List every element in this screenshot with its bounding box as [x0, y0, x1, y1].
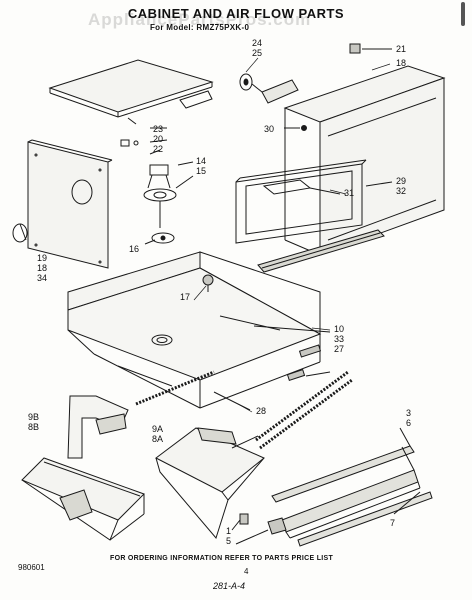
duct-9b-8b — [67, 395, 129, 459]
callout-23-20-22: 23 20 22 — [153, 124, 164, 154]
top-panel — [48, 59, 214, 125]
trim-strips-3-6-7 — [271, 427, 433, 547]
page-number: 4 — [244, 567, 249, 576]
callout-31: 31 — [344, 188, 355, 198]
callout-24-25: 24 25 — [252, 38, 263, 58]
page-title: CABINET AND AIR FLOW PARTS — [127, 6, 345, 21]
callout-18-top: 18 — [396, 58, 407, 68]
document-code: 980601 — [18, 563, 45, 572]
callout-1-5: 1 5 — [226, 526, 232, 546]
rails-10-33-27-28 — [135, 325, 353, 450]
clip-21 — [349, 43, 392, 54]
callout-28: 28 — [256, 406, 267, 416]
left-base-panel — [21, 457, 145, 541]
callout-9b-8b: 9B 8B — [28, 412, 40, 432]
scrollbar[interactable] — [461, 2, 465, 26]
handwritten-code: 281-A-4 — [213, 581, 246, 591]
door-frame — [235, 159, 393, 273]
callout-16: 16 — [129, 244, 140, 254]
callout-21: 21 — [396, 44, 407, 54]
callout-14-15: 14 15 — [196, 156, 207, 176]
model-number: For Model: RMZ75PXK-0 — [150, 23, 250, 32]
callout-9a-8a: 9A 8A — [152, 424, 164, 444]
callout-17: 17 — [180, 292, 191, 302]
back-panel — [283, 65, 446, 256]
callout-3-6: 3 6 — [406, 408, 412, 428]
left-side-panel — [12, 139, 113, 269]
callout-10-33-27: 10 33 27 — [334, 324, 345, 354]
screw-30 — [284, 125, 307, 131]
base-panel-9a-8a — [155, 427, 265, 540]
callout-30: 30 — [264, 124, 275, 134]
callout-29-32: 29 32 — [396, 176, 407, 196]
fan-motor-assembly — [143, 161, 194, 245]
callout-7: 7 — [390, 518, 396, 528]
cabinet-body — [67, 251, 322, 409]
ordering-note: FOR ORDERING INFORMATION REFER TO PARTS … — [110, 555, 334, 562]
leader-lines — [193, 57, 391, 413]
damper-24-25 — [239, 73, 299, 104]
small-parts-1-5 — [231, 513, 287, 545]
hardware-23-20-22 — [120, 127, 168, 155]
callout-19-18-34: 19 18 34 — [37, 253, 48, 283]
